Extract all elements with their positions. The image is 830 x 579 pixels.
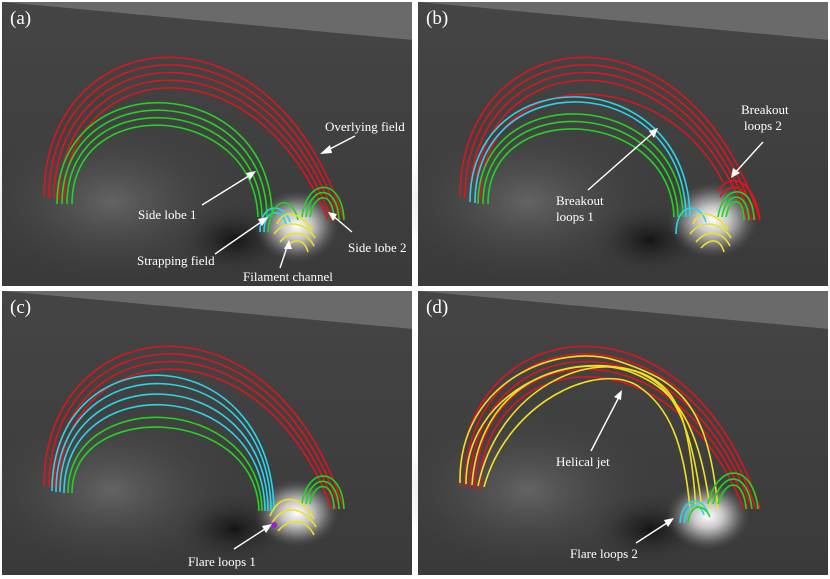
label-filament-channel: Filament channel (243, 269, 333, 284)
side-lobe-2-lines (717, 191, 755, 221)
overlying-field-lines (43, 56, 345, 221)
label-side-lobe-2: Side lobe 2 (348, 240, 407, 255)
breakout-loops-lines (51, 374, 275, 512)
panel-c: (c) Flare loops 1 (0, 291, 412, 575)
helical-jet-lines (459, 355, 719, 510)
panel-label-b: (b) (426, 8, 448, 29)
label-breakout-1-line1: Breakout (556, 193, 604, 208)
overlying-field-lines (459, 56, 761, 221)
label-helical-jet: Helical jet (556, 454, 610, 469)
side-lobe-2-lines (707, 472, 759, 510)
side-lobe-2-lines (301, 475, 345, 510)
panel-label-a: (a) (10, 8, 31, 29)
panel-label-d: (d) (426, 297, 448, 318)
label-flare-loops-2: Flare loops 2 (570, 546, 638, 561)
breakout-loops-1-lines (469, 96, 691, 218)
side-lobe-2-lines (301, 186, 345, 221)
panel-a: (a) Overlying field Side lobe 1 Strappin… (0, 2, 412, 286)
panel-d: (d) Helical jet Flare loops 2 (398, 291, 828, 575)
flare-loops-1-lines (269, 498, 317, 536)
panel-b: (b) Breakout loops 2 Breakout loops 1 (398, 2, 828, 286)
side-lobe-1-lines (477, 113, 684, 218)
label-strapping-field: Strapping field (137, 253, 215, 268)
label-breakout-2-line2: loops 2 (744, 118, 782, 133)
panel-label-c: (c) (10, 297, 31, 318)
label-breakout-1-line2: loops 1 (556, 209, 594, 224)
label-flare-loops-1: Flare loops 1 (188, 554, 256, 569)
breakout-loops-2-lines (717, 180, 761, 221)
label-overlying-field: Overlying field (325, 119, 405, 134)
filament-lines (675, 207, 732, 253)
label-side-lobe-1: Side lobe 1 (138, 207, 197, 222)
side-lobe-1-lines (67, 416, 263, 512)
label-breakout-2-line1: Breakout (741, 102, 789, 117)
strapping-field-lines (259, 202, 299, 233)
flare-loops-2-lines (679, 500, 711, 524)
